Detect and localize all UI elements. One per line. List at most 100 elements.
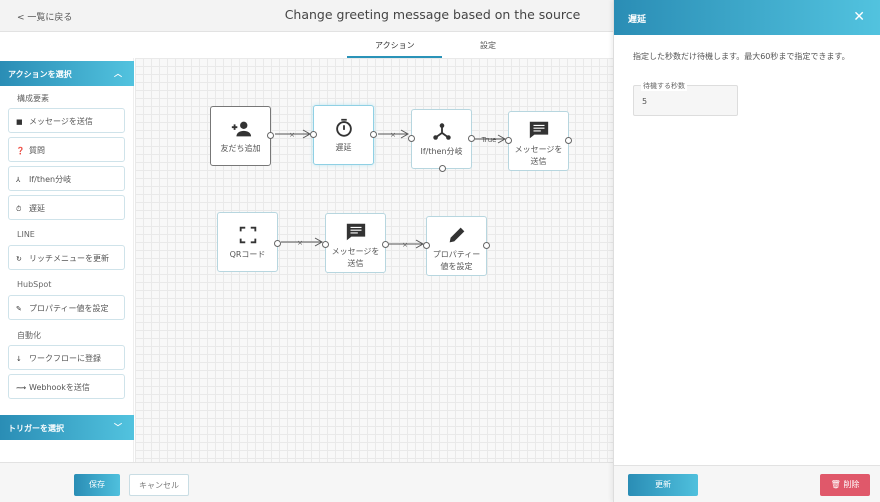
pencil-icon <box>449 227 464 243</box>
node-if-then-branch[interactable]: If/then分岐 <box>408 109 475 172</box>
output-port-true[interactable] <box>468 135 475 142</box>
message-icon: ■ <box>16 118 23 126</box>
wait-seconds-input[interactable]: 5 <box>642 97 648 106</box>
sidebar: アクションを選択︿ 構成要素 ■メッセージを送信 ❓質問 ⅄If/then分岐 … <box>0 58 134 462</box>
item-label: プロパティー値を設定 <box>29 304 109 313</box>
tab-settings[interactable]: 設定 <box>480 41 496 50</box>
trash-icon: 🗑 <box>830 480 841 489</box>
input-port[interactable] <box>505 137 512 144</box>
action-send-message[interactable]: ■ メッセージを送信 <box>8 108 125 133</box>
action-question[interactable]: ❓質問 <box>8 137 125 162</box>
arrow-down-icon: ↓ <box>16 355 22 363</box>
timer-icon: ⏱ <box>16 205 22 213</box>
triggers-section-header[interactable]: トリガーを選択﹀ <box>0 415 134 440</box>
panel-footer: 更新 🗑 削除 <box>614 465 880 502</box>
item-label: 遅延 <box>29 204 45 213</box>
item-label: Webhookを送信 <box>29 383 90 392</box>
message-icon <box>529 121 548 139</box>
node-label: If/then分岐 <box>420 147 463 156</box>
edge-label[interactable]: × <box>390 131 396 139</box>
item-label: メッセージを送信 <box>29 117 93 126</box>
qr-icon <box>239 226 256 244</box>
pencil-icon: ✎ <box>16 305 22 313</box>
panel-description: 指定した秒数だけ待機します。最大60秒まで指定できます。 <box>633 52 850 61</box>
tab-bar: アクション 設定 <box>0 32 613 58</box>
delete-button[interactable]: 🗑 削除 <box>820 474 870 496</box>
update-button[interactable]: 更新 <box>628 474 698 496</box>
edge-label[interactable]: × <box>297 239 303 247</box>
action-set-property[interactable]: ✎ プロパティー値を設定 <box>8 295 125 320</box>
output-port[interactable] <box>267 132 274 139</box>
output-port[interactable] <box>483 242 490 249</box>
workflow-canvas[interactable]: × × True × × 友だち追加 遅延 If/then分岐 メッセージを送信… <box>135 58 613 462</box>
node-add-friend[interactable]: 友だち追加 <box>210 106 274 166</box>
node-set-property[interactable]: プロパティー値を設定 <box>423 216 490 276</box>
edge-line <box>281 237 324 247</box>
node-label: メッセージを送信 <box>331 247 380 268</box>
webhook-icon: ⟿ <box>16 384 27 392</box>
tab-actions[interactable]: アクション <box>375 41 415 50</box>
edge-label[interactable]: × <box>289 131 295 139</box>
group-label: HubSpot <box>17 280 52 289</box>
output-port-false[interactable] <box>439 165 446 172</box>
node-label: 遅延 <box>335 143 352 152</box>
question-icon: ❓ <box>16 147 25 155</box>
action-update-rich-menu[interactable]: ↻ リッチメニューを更新 <box>8 245 125 270</box>
edge-line <box>475 134 507 144</box>
node-label: 友だち追加 <box>220 144 261 153</box>
active-tab-indicator <box>347 56 442 58</box>
input-port[interactable] <box>322 241 329 248</box>
delay-settings-panel: 遅延 ✕ 指定した秒数だけ待機します。最大60秒まで指定できます。 待機する秒数 … <box>613 0 880 502</box>
delete-label: 削除 <box>843 480 860 489</box>
item-label: リッチメニューを更新 <box>29 254 109 263</box>
output-port[interactable] <box>370 131 377 138</box>
node-send-message[interactable]: メッセージを送信 <box>505 111 572 171</box>
back-link[interactable]: < 一覧に戻る <box>17 13 73 23</box>
output-port[interactable] <box>382 241 389 248</box>
input-port[interactable] <box>310 131 317 138</box>
edge-label[interactable]: True <box>481 136 497 144</box>
action-send-webhook[interactable]: ⟿Webhookを送信 <box>8 374 125 399</box>
input-port[interactable] <box>408 135 415 142</box>
field-label: 待機する秒数 <box>641 81 687 91</box>
chevron-down-icon: ﹀ <box>114 423 122 432</box>
action-enroll-workflow[interactable]: ↓ ワークフローに登録 <box>8 345 125 370</box>
action-delay[interactable]: ⏱ 遅延 <box>8 195 125 220</box>
edge-label[interactable]: × <box>402 241 408 249</box>
node-label: プロパティー値を設定 <box>432 250 481 271</box>
group-label: 構成要素 <box>17 94 49 103</box>
output-port[interactable] <box>274 240 281 247</box>
edge-line <box>389 239 425 249</box>
node-label: QRコード <box>229 250 266 259</box>
group-label: 自動化 <box>17 331 41 340</box>
save-button[interactable]: 保存 <box>74 474 120 496</box>
output-port[interactable] <box>565 137 572 144</box>
branch-icon <box>432 123 451 140</box>
branch-icon: ⅄ <box>16 176 21 184</box>
node-qr-code[interactable]: QRコード <box>217 212 281 272</box>
edge-line <box>275 129 312 139</box>
node-send-message-2[interactable]: メッセージを送信 <box>322 213 389 273</box>
node-label: メッセージを送信 <box>514 145 563 166</box>
panel-title: 遅延 <box>628 15 647 25</box>
message-icon <box>346 223 365 241</box>
actions-header-label: アクションを選択 <box>8 70 72 79</box>
timer-icon <box>335 118 352 137</box>
page-title: Change greeting message based on the sou… <box>284 7 581 22</box>
cancel-button[interactable]: キャンセル <box>129 474 189 496</box>
item-label: If/then分岐 <box>29 175 72 184</box>
item-label: ワークフローに登録 <box>29 354 101 363</box>
close-icon[interactable]: ✕ <box>853 9 865 25</box>
actions-section-header[interactable]: アクションを選択 ︿ <box>0 61 134 86</box>
panel-header: 遅延 ✕ <box>614 0 880 35</box>
wait-seconds-field[interactable]: 待機する秒数 5 <box>633 81 738 116</box>
refresh-icon: ↻ <box>16 255 22 263</box>
add-friend-icon <box>231 121 251 137</box>
node-delay[interactable]: 遅延 <box>310 105 377 165</box>
edge-line <box>378 129 410 139</box>
top-bar: < 一覧に戻る Change greeting message based on… <box>0 0 613 32</box>
input-port[interactable] <box>423 242 430 249</box>
action-branch[interactable]: ⅄ If/then分岐 <box>8 166 125 191</box>
bottom-bar: 保存 キャンセル <box>0 462 613 502</box>
chevron-up-icon: ︿ <box>114 69 122 78</box>
